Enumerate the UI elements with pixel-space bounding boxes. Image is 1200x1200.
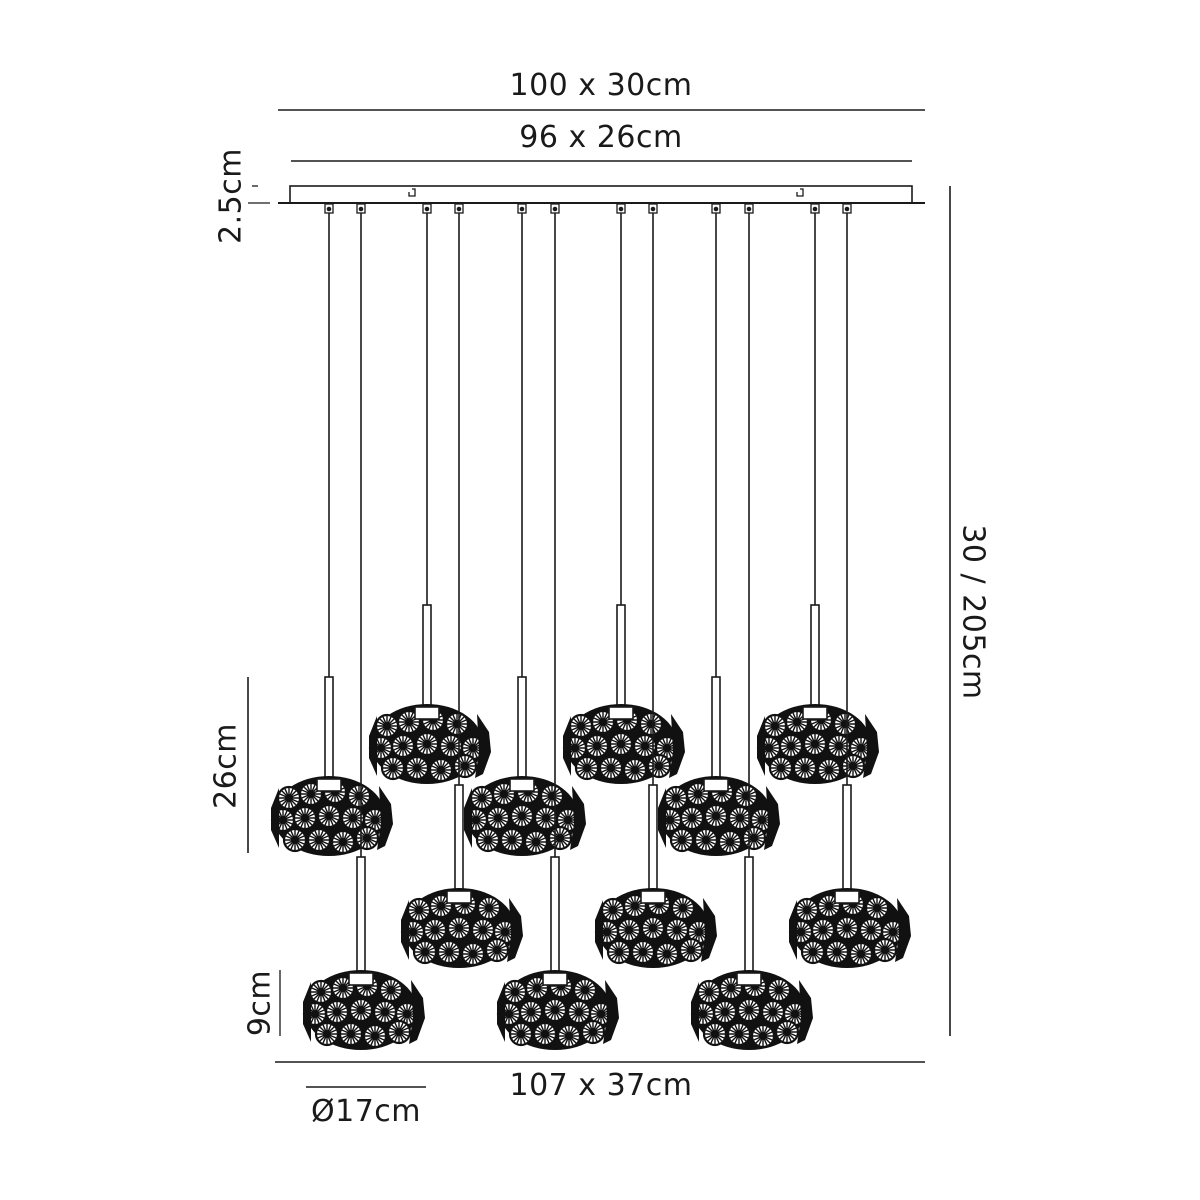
cable-mount-icon (616, 203, 626, 214)
pendant-rod (616, 604, 626, 708)
pendant-rod (517, 676, 527, 780)
pendant-rod (550, 856, 560, 974)
pendant-light (595, 213, 717, 968)
pendant-rod (842, 784, 852, 892)
drop-height-label: 30 / 205cm (955, 524, 991, 700)
pendant-rod (711, 676, 721, 780)
cable-mount-icon (517, 203, 527, 214)
cable-mount-icon (550, 203, 560, 214)
pendant-light (789, 213, 911, 968)
pendant-light (563, 213, 685, 784)
pendant-light (497, 213, 619, 1050)
pendant-light (401, 213, 523, 968)
shade-cap (446, 890, 472, 904)
shade-cap (703, 778, 729, 792)
shade-cap (348, 972, 374, 986)
pendant-rod (422, 604, 432, 708)
shade-cap (414, 706, 440, 720)
pendant-rod (810, 604, 820, 708)
footprint-label: 107 x 37cm (509, 1068, 693, 1103)
shade-lower-height-label: 9cm (242, 969, 278, 1037)
pendant-lights (271, 213, 911, 1050)
pendant-rod (744, 856, 754, 974)
shade-cap (834, 890, 860, 904)
pendant-light (303, 213, 425, 1050)
shade-height-label: 26cm (208, 723, 244, 809)
cable-mount-icon (810, 203, 820, 214)
pendant-rod (648, 784, 658, 892)
canopy-height-label: 2.5cm (213, 148, 249, 244)
canopy-inner-label: 96 x 26cm (519, 120, 683, 155)
cable-mount-icon (422, 203, 432, 214)
cable-mount-icon (648, 203, 658, 214)
pendant-light (757, 213, 879, 784)
pendant-rod (324, 676, 334, 780)
shade-cap (316, 778, 342, 792)
cable-mounts (324, 203, 852, 214)
shade-cap (802, 706, 828, 720)
cable-mount-icon (324, 203, 334, 214)
pendant-light (691, 213, 813, 1050)
pendant-light (464, 213, 586, 856)
pendant-rod (356, 856, 366, 974)
cable-mount-icon (744, 203, 754, 214)
shade-cap (509, 778, 535, 792)
shade-cap (736, 972, 762, 986)
cable-mount-icon (454, 203, 464, 214)
pendant-light (271, 213, 393, 856)
pendant-light (658, 213, 780, 856)
cable-mount-icon (842, 203, 852, 214)
shade-diameter-label: Ø17cm (310, 1094, 422, 1129)
pendant-rod (454, 784, 464, 892)
cable-mount-icon (356, 203, 366, 214)
pendant-light (369, 213, 491, 784)
cable-mount-icon (711, 203, 721, 214)
canopy-outer-label: 100 x 30cm (509, 68, 693, 103)
shade-cap (640, 890, 666, 904)
shade-cap (608, 706, 634, 720)
shade-cap (542, 972, 568, 986)
ceiling-canopy (248, 185, 925, 204)
